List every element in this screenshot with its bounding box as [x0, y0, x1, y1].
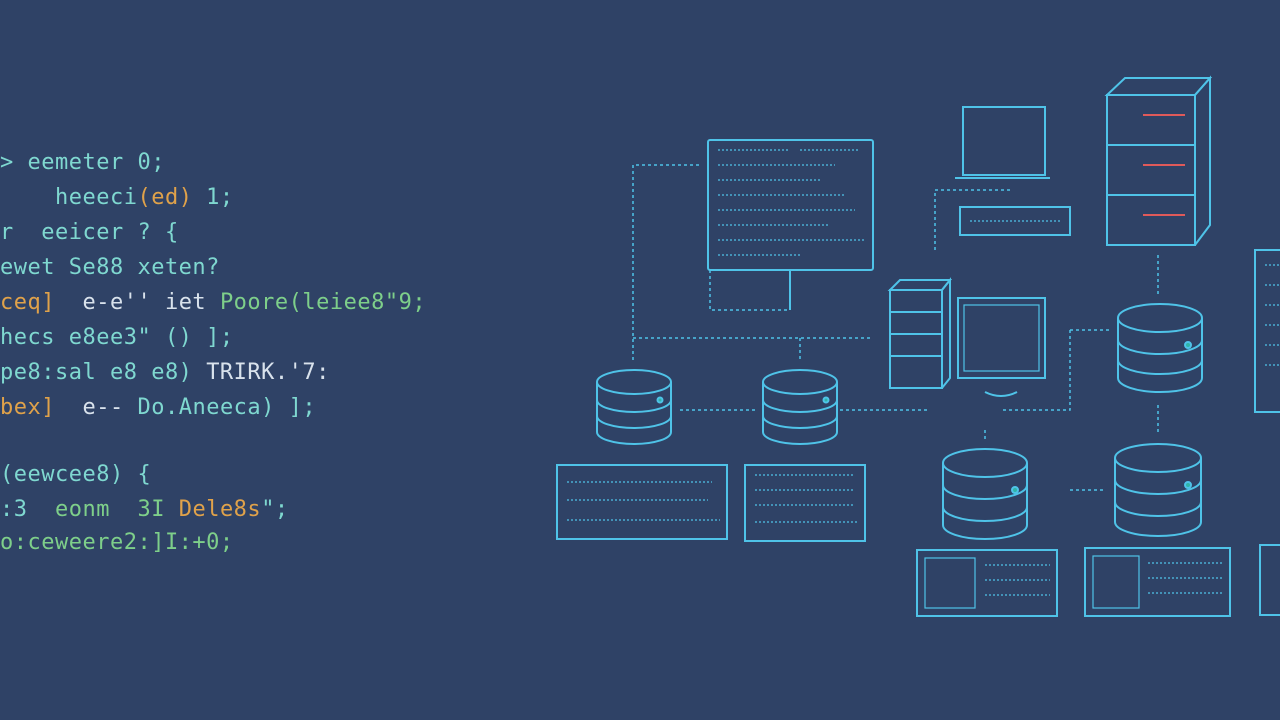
log-panel-icon-2: [744, 464, 866, 542]
database-icon-3: [1117, 303, 1203, 393]
code-line: ewet Se88 xeten?: [0, 255, 220, 280]
code-snippet-panel: > eemeter 0; heeeci(ed) 1; r eeicer ? { ew…: [0, 0, 560, 720]
log-panel-icon-1: [556, 464, 728, 540]
code-line: :3 eonm 3I Dele8s";: [0, 497, 289, 522]
network-switch-icon: [959, 206, 1071, 236]
database-icon-1: [596, 369, 672, 445]
code-token: e-e'' iet: [54, 290, 220, 315]
connector-lines: [632, 164, 1159, 491]
log-panel-icon-4: [1084, 547, 1231, 617]
code-monitor-icon: [707, 139, 874, 310]
code-line: pe8:sal e8 e8) TRIRK.'7:: [0, 360, 330, 385]
code-token: (ed): [137, 185, 193, 210]
code-token: :3: [0, 497, 55, 522]
code-token: > eemeter 0;: [0, 150, 165, 175]
code-token: Dele8s: [178, 497, 262, 522]
code-line: ceq] e-e'' iet Poore(leiee8"9;: [0, 290, 426, 315]
code-token: ceq]: [0, 290, 55, 315]
code-token: Poore(leiee8"9;: [219, 290, 427, 315]
code-token: e--: [54, 395, 138, 420]
desktop-monitor-icon: [957, 297, 1046, 397]
laptop-icon: [955, 106, 1050, 179]
code-token: bex]: [0, 395, 55, 420]
code-token: o:ceweere2:]I:+0;: [0, 530, 234, 555]
code-token: ";: [261, 497, 289, 522]
code-token: (eewcee8) {: [0, 462, 152, 487]
server-stack-icon: [887, 277, 953, 389]
code-line: r eeicer ? {: [0, 220, 179, 245]
code-token: Do.Aneeca) ];: [137, 395, 317, 420]
code-line: o:ceweere2:]I:+0;: [0, 530, 234, 555]
log-panel-icon-3: [916, 549, 1058, 617]
code-line: > eemeter 0;: [0, 150, 165, 175]
code-line: bex] e-- Do.Aneeca) ];: [0, 395, 316, 420]
network-diagram: [556, 75, 1280, 617]
code-token: heeeci: [0, 185, 138, 210]
code-token: ewet Se88 xeten?: [0, 255, 220, 280]
database-icon-5: [1114, 443, 1202, 537]
code-token: r eeicer ? {: [0, 220, 179, 245]
code-token: pe8:sal e8 e8): [0, 360, 207, 385]
database-icon-4: [942, 448, 1028, 540]
code-token: eonm 3I: [54, 497, 179, 522]
side-panel-icon: [1254, 249, 1280, 413]
code-token: hecs e8ee3" () ];: [0, 325, 234, 350]
database-icon-2: [762, 369, 838, 445]
code-token: 1;: [192, 185, 234, 210]
code-line: hecs e8ee3" () ];: [0, 325, 234, 350]
log-panel-icon-5: [1259, 544, 1280, 616]
code-token: TRIRK.'7:: [206, 360, 330, 385]
code-line: heeeci(ed) 1;: [0, 185, 234, 210]
code-line: (eewcee8) {: [0, 462, 151, 487]
server-rack-icon: [1104, 75, 1213, 246]
